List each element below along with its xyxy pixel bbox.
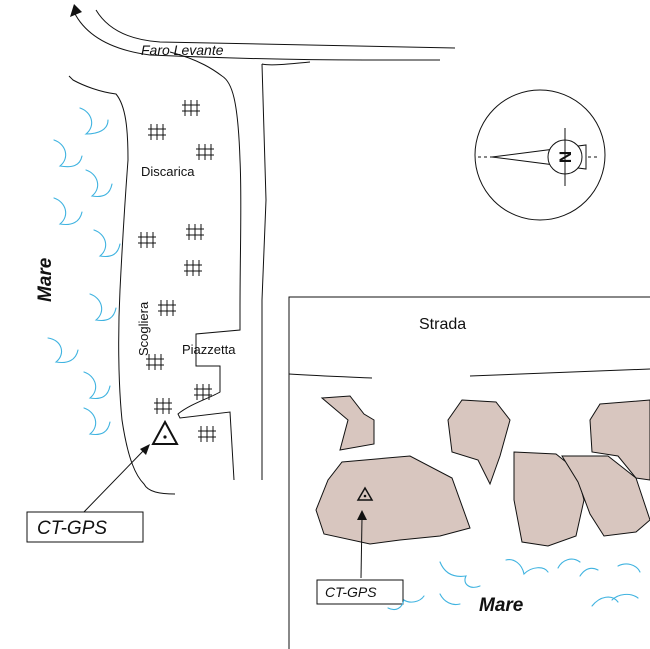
label-strada: Strada <box>419 316 466 333</box>
inset-frame <box>288 296 650 649</box>
gps-marker-main <box>151 419 179 445</box>
gps-callout-box-main <box>26 511 144 543</box>
coast-outline <box>68 51 311 495</box>
inset-rocks <box>315 395 650 547</box>
sea-waves-left <box>47 107 121 436</box>
gps-callout-box-inset <box>316 579 404 605</box>
label-piazzetta: Piazzetta <box>182 342 236 357</box>
compass-north-letter: N <box>556 151 575 163</box>
label-scogliera: Scogliera <box>136 301 151 356</box>
hash-symbols <box>138 100 216 442</box>
label-faro-levante: Faro Levante <box>141 42 224 58</box>
label-mare-left: Mare <box>35 257 56 302</box>
gps-marker-inset <box>356 486 374 501</box>
top-road <box>73 9 456 61</box>
sea-waves-inset <box>387 558 641 611</box>
leader-line-main <box>81 444 150 515</box>
label-discarica: Discarica <box>141 164 195 179</box>
gps-label-main: CT-GPS <box>37 518 107 539</box>
inset-roads <box>288 368 650 379</box>
leader-line-inset <box>357 510 367 579</box>
gps-label-inset: CT-GPS <box>325 584 377 600</box>
north-arrowhead-road <box>70 4 82 17</box>
label-mare-inset: Mare <box>479 595 524 616</box>
compass <box>474 89 606 221</box>
